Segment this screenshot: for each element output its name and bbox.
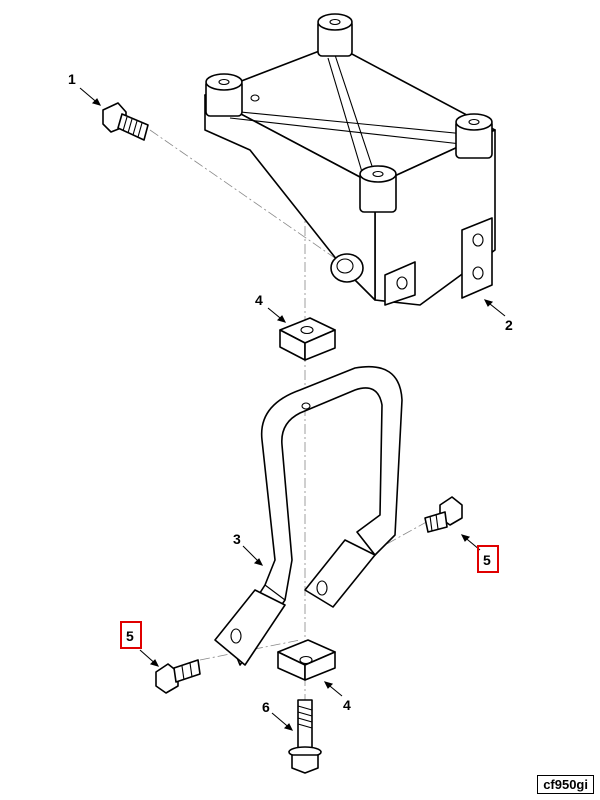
callout-4a: 4 (255, 292, 263, 308)
clamp-block-part-4-bottom (277, 639, 336, 681)
bolt-part-6 (288, 699, 322, 774)
bolt-part-5-right (424, 496, 463, 533)
callout-4b: 4 (343, 697, 351, 713)
bracket-boss (359, 165, 397, 213)
leader-lines (79, 87, 506, 731)
callout-5b: 5 (126, 628, 134, 644)
callout-5b-highlight: 5 (120, 621, 142, 649)
callout-labels: 1 2 3 4 4 5 5 6 (68, 71, 513, 715)
figure-id-label: cf950gi (537, 775, 594, 794)
mounting-bracket-part-2 (204, 13, 496, 306)
bracket-tab (384, 261, 416, 306)
callout-1: 1 (68, 71, 76, 87)
callout-5a: 5 (483, 552, 491, 568)
bracket-boss (455, 113, 493, 159)
callout-6: 6 (262, 699, 270, 715)
callout-3: 3 (233, 531, 241, 547)
bolt-part-5-left (155, 659, 201, 694)
bolt-part-1 (102, 102, 149, 141)
callout-5a-highlight: 5 (477, 545, 499, 573)
u-bracket-part-3 (214, 366, 403, 666)
bracket-boss (205, 73, 243, 117)
clamp-block-part-4-top (279, 317, 336, 361)
bracket-tab (461, 217, 493, 299)
callout-2: 2 (505, 317, 513, 333)
bracket-boss (317, 13, 353, 57)
